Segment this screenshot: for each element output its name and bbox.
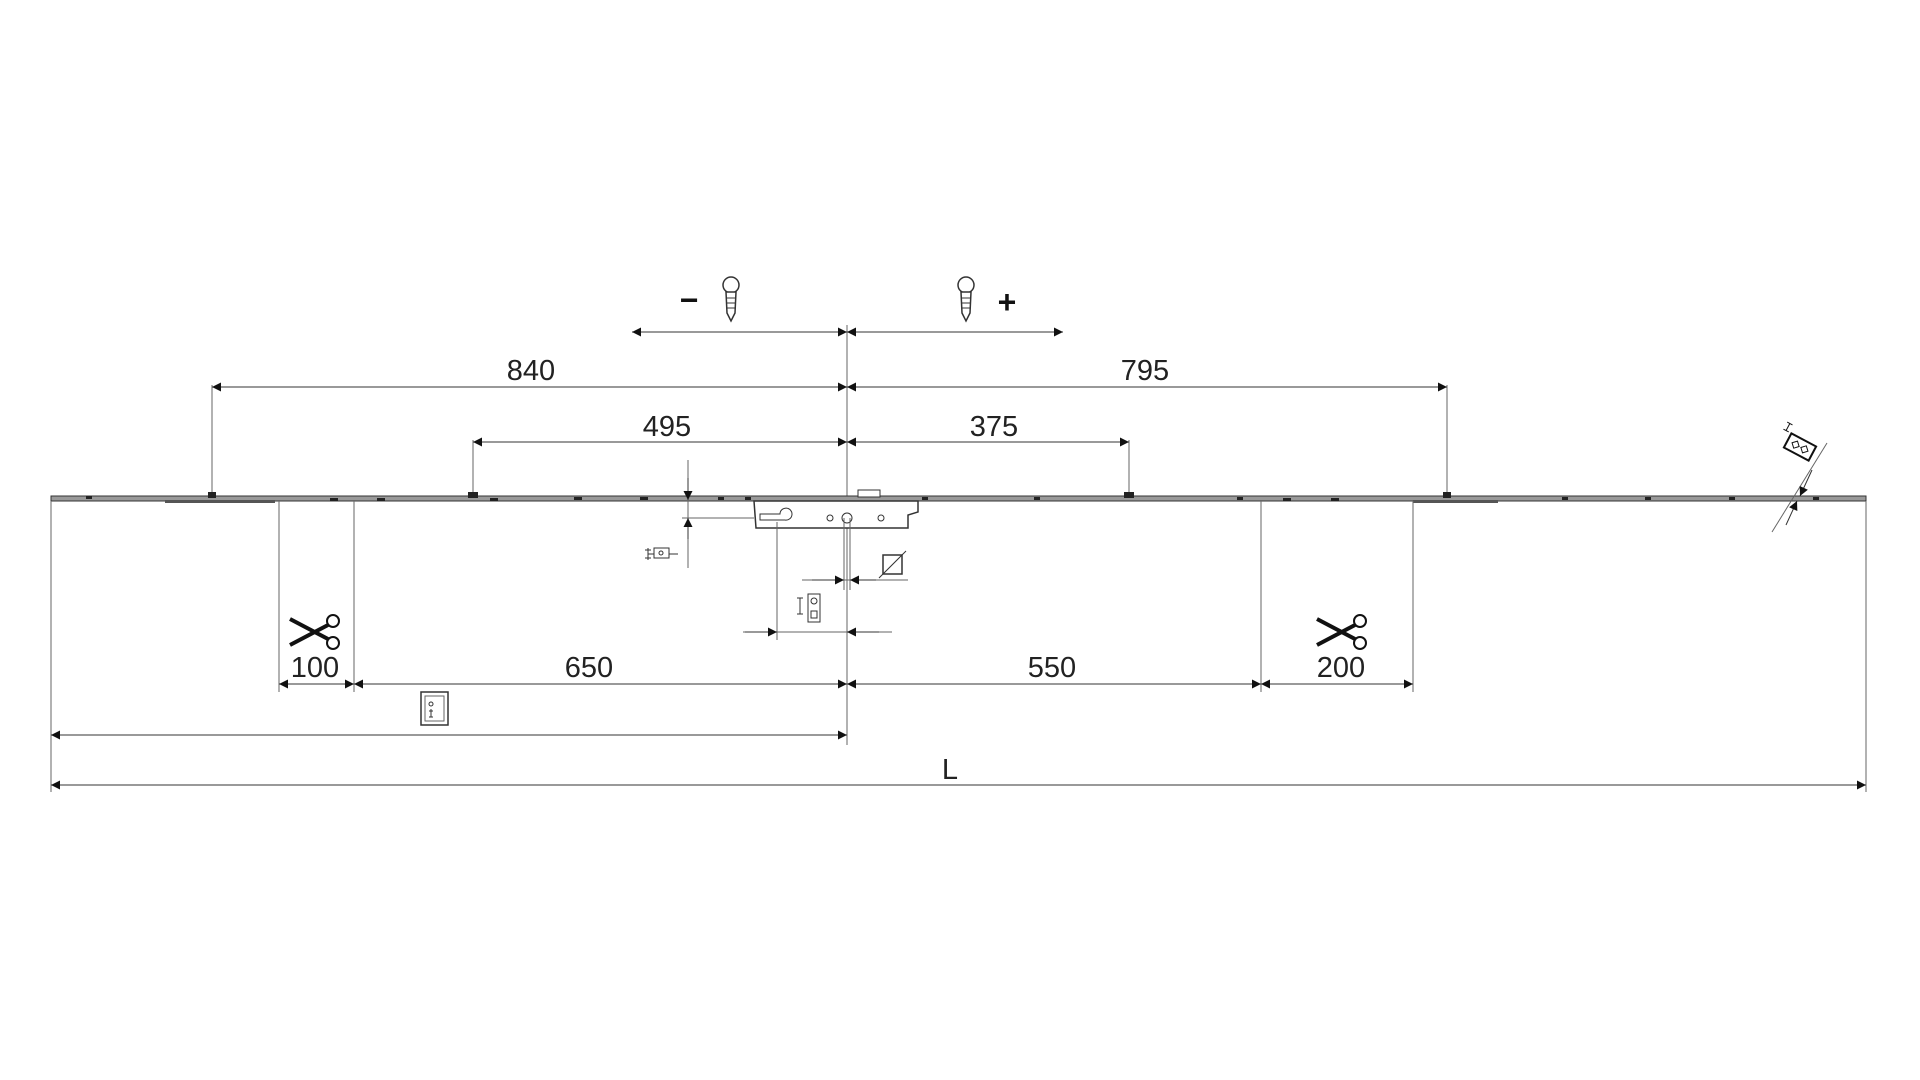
handle-height-icon xyxy=(420,691,449,726)
screw-adjust: − + xyxy=(632,276,1063,337)
square-spindle-icon xyxy=(878,550,907,579)
cylinder-hole xyxy=(759,507,793,521)
faceplate-width-icon xyxy=(1782,421,1818,462)
lock-rail xyxy=(50,489,1867,503)
dimension-label-795: 795 xyxy=(1121,355,1169,387)
dimension-label-840: 840 xyxy=(507,355,555,387)
scissors-icon xyxy=(1316,614,1367,650)
dimension-label-650: 650 xyxy=(565,652,613,684)
dimension-label-200: 200 xyxy=(1317,652,1365,684)
cylinder-distance-icon xyxy=(797,593,821,623)
screw-icon xyxy=(957,276,975,323)
minus-sign: − xyxy=(680,282,699,318)
lock-case xyxy=(753,500,919,529)
dimension-label-L: L xyxy=(942,754,958,786)
plus-sign: + xyxy=(998,284,1017,320)
dimension-label-495: 495 xyxy=(643,411,691,443)
faceplate-width-indicator xyxy=(1771,421,1828,533)
scissors-icon xyxy=(289,614,340,650)
screw-icon xyxy=(722,276,740,323)
dimension-label-100: 100 xyxy=(291,652,339,684)
dimension-label-375: 375 xyxy=(970,411,1018,443)
spindle-hole xyxy=(841,512,853,524)
backset-icon xyxy=(645,547,678,560)
dimension-label-550: 550 xyxy=(1028,652,1076,684)
